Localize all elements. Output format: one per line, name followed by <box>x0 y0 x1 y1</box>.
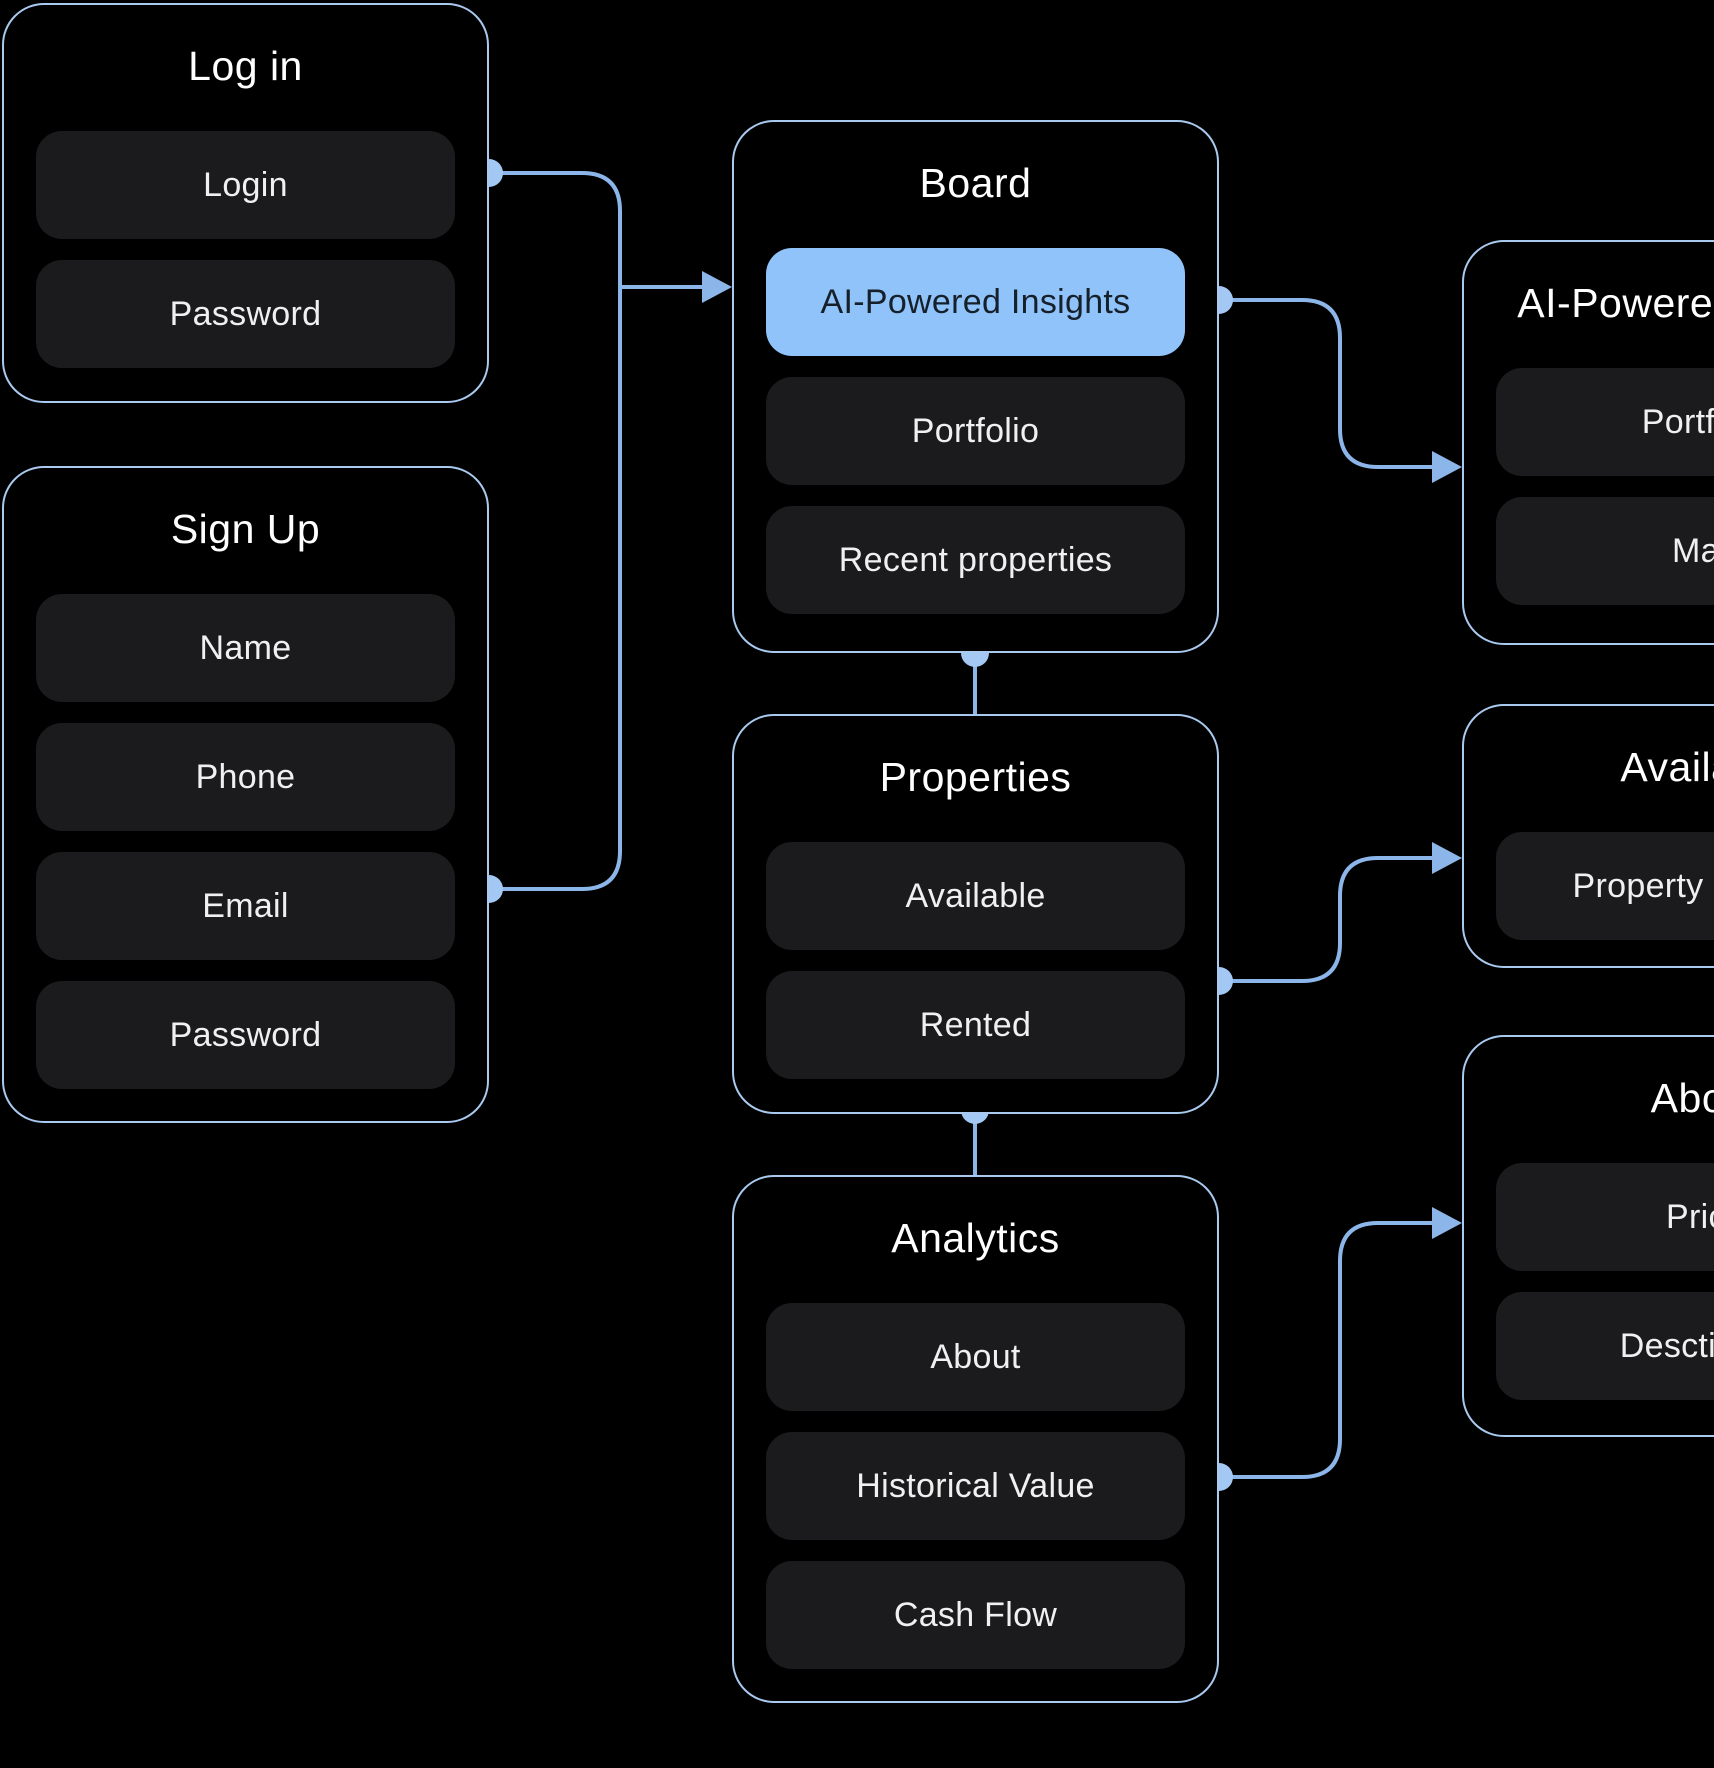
arrowhead-icon <box>702 271 732 303</box>
flow-item-ai-powered-insights[interactable]: AI-Powered Insights <box>766 248 1185 356</box>
flow-item-historical-value[interactable]: Historical Value <box>766 1432 1185 1540</box>
flow-item-price[interactable]: Price <box>1496 1163 1714 1271</box>
flow-item-password[interactable]: Password <box>36 260 455 368</box>
flow-item-ai-portfolio[interactable]: Portfolio <box>1496 368 1714 476</box>
flow-item-signup-password[interactable]: Password <box>36 981 455 1089</box>
card-board[interactable]: Board AI-Powered Insights Portfolio Rece… <box>732 120 1219 653</box>
card-signup-title: Sign Up <box>170 506 321 552</box>
arrowhead-icon <box>1432 451 1462 483</box>
flow-item-cash-flow[interactable]: Cash Flow <box>766 1561 1185 1669</box>
card-available-items: Property analysis <box>1496 832 1714 940</box>
connector-properties-to-available <box>1219 856 1436 983</box>
connector-analytics-to-about <box>1219 1221 1436 1479</box>
card-board-items: AI-Powered Insights Portfolio Recent pro… <box>766 248 1185 614</box>
card-ai-powered-insights-title: AI-Powered Insights <box>1517 280 1714 326</box>
card-analytics-title: Analytics <box>891 1215 1060 1261</box>
card-about[interactable]: About Price Desctiption <box>1462 1035 1714 1437</box>
card-about-items: Price Desctiption <box>1496 1163 1714 1400</box>
card-board-title: Board <box>919 160 1032 206</box>
flow-item-map[interactable]: Map <box>1496 497 1714 605</box>
flow-item-about[interactable]: About <box>766 1303 1185 1411</box>
card-signup[interactable]: Sign Up Name Phone Email Password <box>2 466 489 1123</box>
flow-item-rented[interactable]: Rented <box>766 971 1185 1079</box>
card-login-items: Login Password <box>36 131 455 368</box>
flow-item-property-analysis[interactable]: Property analysis <box>1496 832 1714 940</box>
card-properties-items: Available Rented <box>766 842 1185 1079</box>
arrowhead-icon <box>1432 1207 1462 1239</box>
card-signup-items: Name Phone Email Password <box>36 594 455 1089</box>
flow-item-desctiption[interactable]: Desctiption <box>1496 1292 1714 1400</box>
flow-item-phone[interactable]: Phone <box>36 723 455 831</box>
card-properties-title: Properties <box>879 754 1072 800</box>
card-analytics-items: About Historical Value Cash Flow <box>766 1303 1185 1669</box>
card-properties[interactable]: Properties Available Rented <box>732 714 1219 1114</box>
card-available[interactable]: Available Property analysis <box>1462 704 1714 968</box>
card-analytics[interactable]: Analytics About Historical Value Cash Fl… <box>732 1175 1219 1703</box>
flow-item-login[interactable]: Login <box>36 131 455 239</box>
card-ai-powered-insights-items: Portfolio Map <box>1496 368 1714 605</box>
card-login[interactable]: Log in Login Password <box>2 3 489 403</box>
flow-item-name[interactable]: Name <box>36 594 455 702</box>
flow-item-available[interactable]: Available <box>766 842 1185 950</box>
card-available-title: Available <box>1620 744 1714 790</box>
flow-item-email[interactable]: Email <box>36 852 455 960</box>
card-ai-powered-insights[interactable]: AI-Powered Insights Portfolio Map <box>1462 240 1714 645</box>
flow-item-recent-properties[interactable]: Recent properties <box>766 506 1185 614</box>
card-about-title: About <box>1650 1075 1714 1121</box>
connector-board-to-ai-insights <box>1219 298 1436 469</box>
arrowhead-icon <box>1432 842 1462 874</box>
connector-login-signup-trunk <box>489 171 622 891</box>
flow-item-portfolio[interactable]: Portfolio <box>766 377 1185 485</box>
card-login-title: Log in <box>188 43 303 89</box>
